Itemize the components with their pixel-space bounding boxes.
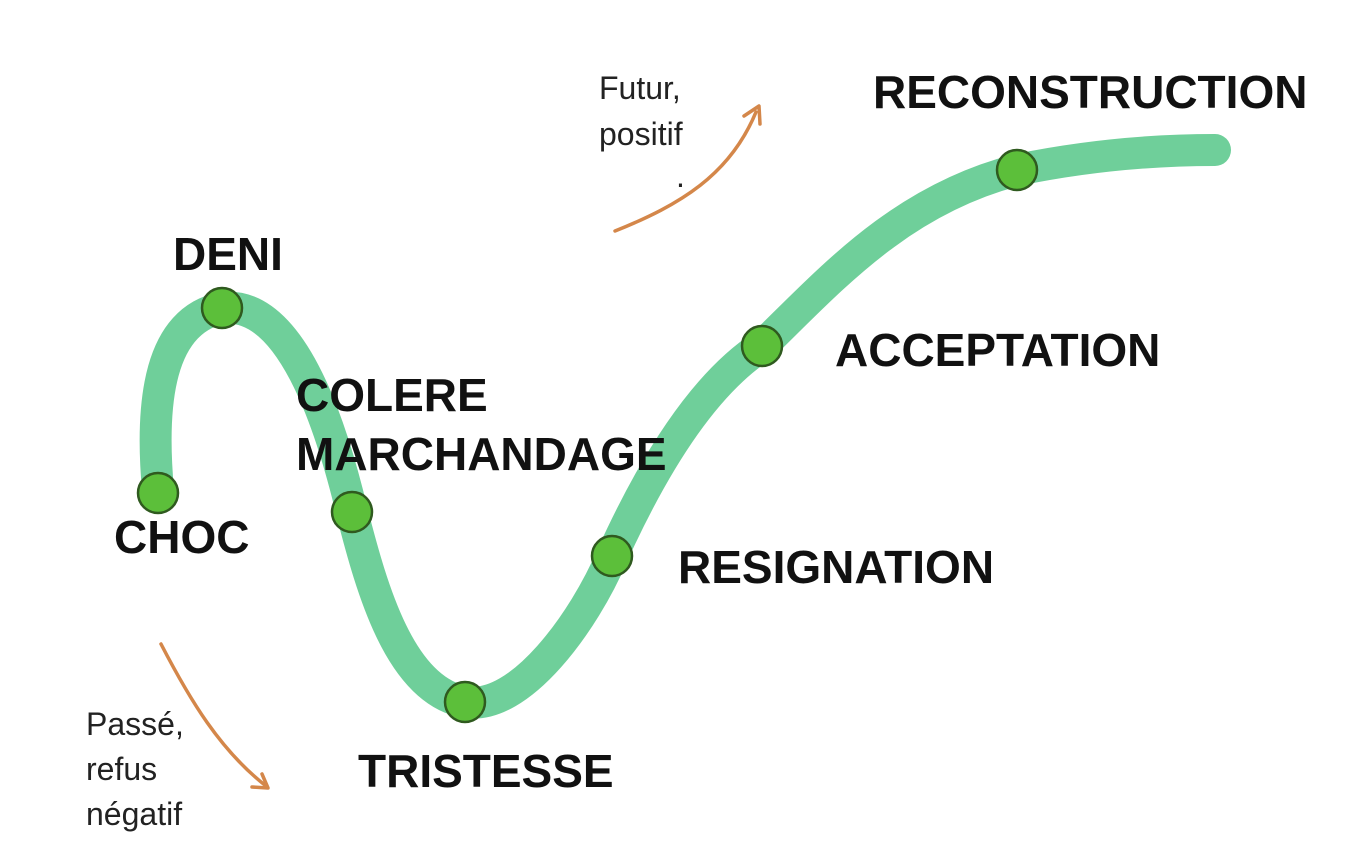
label-choc: CHOC: [114, 511, 249, 563]
note-past-line1: Passé,: [86, 706, 184, 742]
label-tristesse: TRISTESSE: [358, 745, 614, 797]
label-deni: DENI: [173, 228, 283, 280]
note-future-line1: Futur,: [599, 70, 681, 106]
note-future-line2: positif: [599, 116, 683, 152]
node-tristesse: [443, 680, 487, 724]
past-arrow-head: [250, 772, 270, 790]
note-future-dot: .: [676, 158, 685, 194]
node-colere-marchandage: [330, 490, 374, 534]
future-arrow-line: [613, 110, 758, 233]
note-past-line3: négatif: [86, 796, 182, 832]
node-acceptation: [740, 324, 784, 368]
note-past-line2: refus: [86, 751, 157, 787]
label-colere: COLERE: [296, 369, 488, 421]
stage-nodes: [136, 148, 1039, 724]
label-resignation: RESIGNATION: [678, 541, 994, 593]
past-arrow: [159, 642, 270, 790]
label-acceptation: ACCEPTATION: [835, 324, 1160, 376]
future-arrow-head: [742, 104, 762, 126]
past-arrow-line: [159, 642, 268, 788]
node-deni: [200, 286, 244, 330]
label-marchandage: MARCHANDAGE: [296, 428, 667, 480]
node-resignation: [590, 534, 634, 578]
label-reconstruction: RECONSTRUCTION: [873, 66, 1307, 118]
node-reconstruction: [995, 148, 1039, 192]
grief-curve: [139, 134, 1231, 719]
future-arrow: [613, 104, 762, 233]
node-choc: [136, 471, 180, 515]
